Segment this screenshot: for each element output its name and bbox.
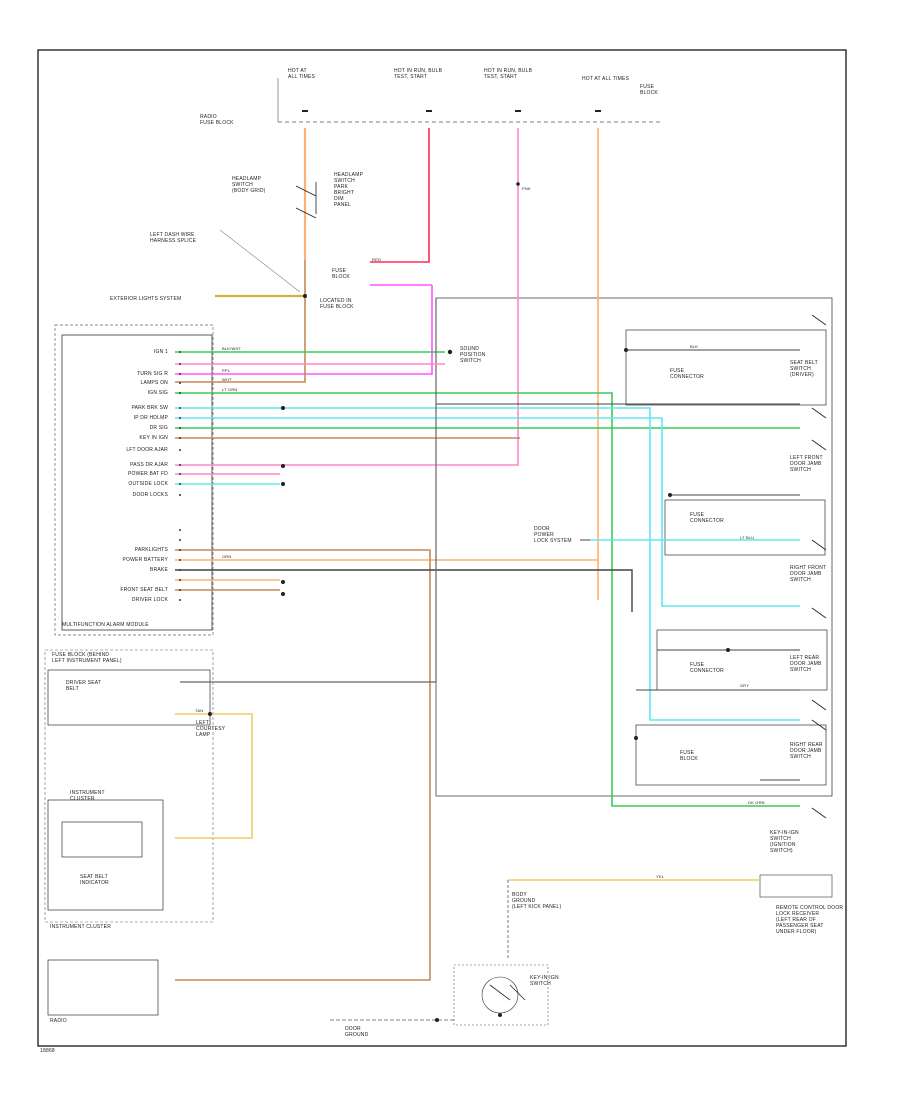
multifunction-module-box xyxy=(54,324,214,636)
wire-code: YEL xyxy=(656,874,665,879)
wire-code: LT BLU xyxy=(740,535,755,540)
wire-code: RED xyxy=(372,257,382,262)
terminal-ticks xyxy=(302,110,601,112)
wire-layer xyxy=(175,128,800,1021)
wire-dark-1 xyxy=(175,569,633,612)
right-switch-label: RIGHT FRONT DOOR JAMB SWITCH xyxy=(790,565,827,583)
wire-pink-main xyxy=(175,128,519,466)
wire-tan-2 xyxy=(175,549,431,981)
radio-label: RADIO xyxy=(50,1018,67,1024)
instrument-cluster-label: INSTRUMENT CLUSTER xyxy=(50,924,112,930)
wire-gold-lower xyxy=(175,713,253,839)
pin-label: IGN SIG xyxy=(147,390,168,396)
pin-label: LFT DOOR AJAR xyxy=(126,447,168,453)
pin-label: FRONT SEAT BELT xyxy=(120,587,168,593)
instrument-cluster-box xyxy=(44,649,214,923)
wire-red xyxy=(370,128,430,263)
pin-label: IGN 1 xyxy=(153,349,168,355)
right-switch-label: RIGHT REAR DOOR JAMB SWITCH xyxy=(790,742,823,760)
wire-cyan-2 xyxy=(175,417,800,607)
wire-code: BLK/WHT xyxy=(222,346,242,351)
pin-label: OUTSIDE LOCK xyxy=(128,481,168,487)
right-switch-label: SEAT BELT SWITCH (DRIVER) xyxy=(790,360,818,378)
fuse-2-label: HOT IN RUN, BULB TEST, START xyxy=(394,68,443,80)
remote-entry-box xyxy=(759,874,833,898)
pin-label: PASS DR AJAR xyxy=(130,462,168,468)
pin-label: DOOR LOCKS xyxy=(132,492,168,498)
right-switch-label: LEFT FRONT DOOR JAMB SWITCH xyxy=(790,455,823,473)
wire-code: BLK xyxy=(690,344,699,349)
radio-box xyxy=(47,959,159,1016)
fuse-block-behind-label: FUSE BLOCK (BEHIND LEFT INSTRUMENT PANEL… xyxy=(52,652,122,664)
wire-code: PPL xyxy=(222,368,231,373)
pin-label: DRIVER LOCK xyxy=(131,597,168,603)
seat-belt-indicator-label: SEAT BELT INDICATOR xyxy=(80,874,109,886)
right-switch-label: KEY-IN-IGN SWITCH (IGNITION SWITCH) xyxy=(770,830,799,854)
right-block-label: FUSE CONNECTOR xyxy=(670,368,704,380)
left-courtesy-lamp-label: LEFT COURTESY LAMP xyxy=(196,720,226,738)
key-in-ign-label: KEY-IN-IGN SWITCH xyxy=(530,975,559,987)
fuse-4-label: HOT AT ALL TIMES xyxy=(582,76,630,82)
switch-symbols xyxy=(295,182,827,1001)
driver-seat-belt-label: DRIVER SEAT BELT xyxy=(66,680,102,692)
pin-label: TURN SIG R xyxy=(137,371,168,377)
fuse-block-mid-label: FUSE BLOCK xyxy=(332,268,350,280)
wire-dark-2 xyxy=(180,298,437,683)
fuse-block-note: FUSE BLOCK xyxy=(640,84,658,96)
pin-label: PARK BRK SW xyxy=(131,405,168,411)
body-ground-label: BODY GROUND (LEFT KICK PANEL) xyxy=(512,892,562,910)
radio-fuse-label: RADIO FUSE BLOCK xyxy=(200,114,234,126)
diagram-border xyxy=(37,49,847,1047)
exterior-lights-label: EXTERIOR LIGHTS SYSTEM xyxy=(110,296,182,302)
wire-code: GRY xyxy=(740,683,750,688)
fuse-3-label: HOT IN RUN, BULB TEST, START xyxy=(484,68,533,80)
right-block-label: FUSE CONNECTOR xyxy=(690,662,724,674)
junction-dots xyxy=(208,182,730,1022)
headlamp-positions-label: HEADLAMP SWITCH PARK BRIGHT DIM PANEL xyxy=(334,172,364,208)
wire-code: WHT xyxy=(222,377,232,382)
door-ground-label: DOOR GROUND xyxy=(345,1026,369,1038)
instrument-cluster-inner-label: INSTRUMENT CLUSTER xyxy=(70,790,105,802)
pin-label: BRAKE xyxy=(150,567,168,573)
wire-code: PNK xyxy=(522,186,531,191)
right-switch-label: LEFT REAR DOOR JAMB SWITCH xyxy=(790,655,822,673)
fuse-1-label: HOT AT ALL TIMES xyxy=(288,68,316,80)
pin-label: PARKLIGHTS xyxy=(134,547,168,553)
door-lock-system-label: DOOR POWER LOCK SYSTEM xyxy=(534,526,572,544)
wire-cyan-1 xyxy=(175,407,800,721)
sound-position-label: SOUND POSITION SWITCH xyxy=(460,346,486,364)
left-dash-splice-label: LEFT DASH WIRE HARNESS SPLICE xyxy=(150,232,197,244)
pin-label: POWER BAT FD xyxy=(128,471,168,477)
wire-magenta xyxy=(175,285,433,375)
right-switch-frame xyxy=(435,297,833,797)
wire-code: DK GRN xyxy=(748,800,765,805)
located-in-fuse-label: LOCATED IN FUSE BLOCK xyxy=(320,298,354,310)
pin-label: KEY IN IGN xyxy=(139,435,168,441)
footer-reference: 18868 xyxy=(40,1048,55,1054)
module-pins xyxy=(179,351,181,601)
wire-code: ORN xyxy=(222,554,232,559)
wire-code: TAN xyxy=(195,708,204,713)
wire-code: LT GRN xyxy=(222,387,238,392)
pin-label: IP DR HDLMP xyxy=(133,415,168,421)
pin-label: LAMPS ON xyxy=(140,380,168,386)
right-block-label: FUSE BLOCK xyxy=(680,750,698,762)
remote-entry-label: REMOTE CONTROL DOOR LOCK RECEIVER (LEFT … xyxy=(776,905,844,935)
multifunction-module-label: MULTIFUNCTION ALARM MODULE xyxy=(62,622,149,628)
wire-green-long xyxy=(175,392,800,807)
pin-label: POWER BATTERY xyxy=(122,557,168,563)
pin-label: DR SIG xyxy=(149,425,168,431)
right-block-label: FUSE CONNECTOR xyxy=(690,512,724,524)
headlamp-switch-label: HEADLAMP SWITCH (BODY GRID) xyxy=(232,176,266,194)
